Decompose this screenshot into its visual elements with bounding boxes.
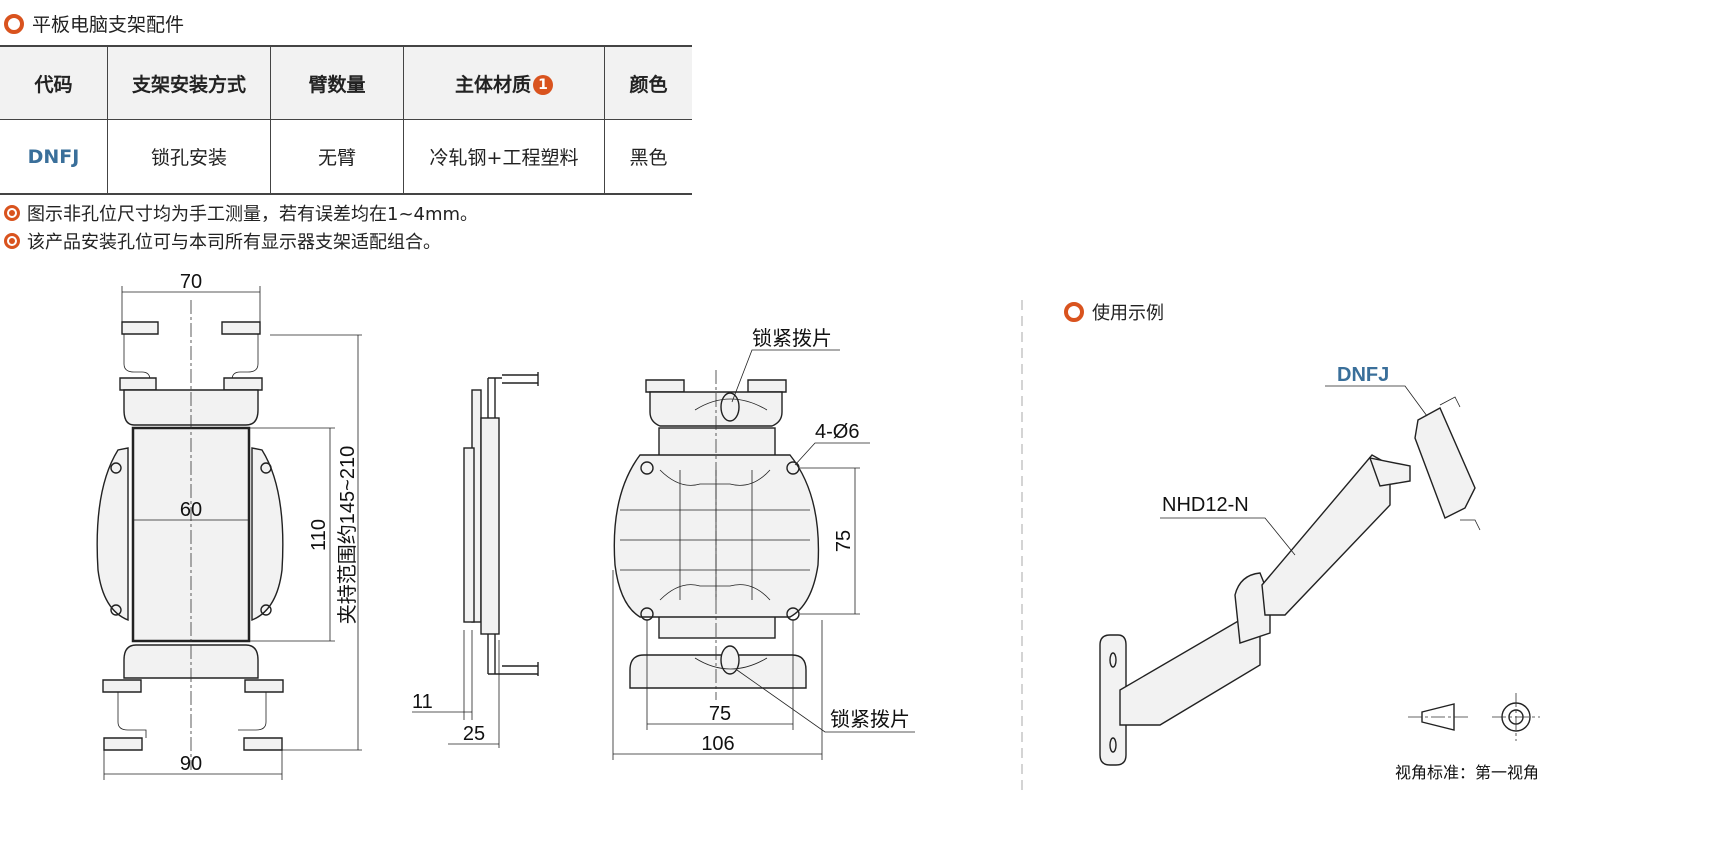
front-view: 70 60 110 夹持范围约145~210 90 (96, 271, 362, 780)
dim-height: 110 (308, 519, 330, 551)
view-standard-label: 视角标准：第一视角 (1395, 764, 1539, 782)
cell-color: 黑色 (604, 119, 692, 195)
dim-top-width: 70 (180, 271, 202, 293)
usage-product-label: DNFJ (1337, 364, 1389, 386)
cell-arms: 无臂 (270, 119, 404, 195)
dim-thickness: 11 (412, 691, 433, 713)
label-lock-tab-top: 锁紧拨片 (752, 327, 832, 350)
note-2-text: 该产品安装孔位可与本司所有显示器支架适配组合。 (27, 232, 441, 253)
header-material-text: 主体材质 (454, 73, 531, 96)
cell-mount: 锁孔安装 (107, 119, 271, 195)
label-lock-tab-bottom: 锁紧拨片 (830, 708, 910, 731)
projection-cone-icon (1421, 703, 1455, 731)
rear-view: 锁紧拨片 4-Ø6 75 75 106 锁紧拨片 (612, 327, 915, 760)
dim-clamp-range: 夹持范围约145~210 (336, 446, 359, 624)
dot-bullet-icon (4, 233, 20, 249)
header-mount: 支架安装方式 (107, 45, 271, 120)
section-title: 平板电脑支架配件 (4, 10, 184, 37)
ring-bullet-icon (4, 13, 24, 34)
dim-inner-width: 60 (180, 499, 202, 521)
side-view: 11 25 (412, 372, 539, 748)
note-1: 图示非孔位尺寸均为手工测量，若有误差均在1~4mm。 (4, 200, 478, 226)
usage-illustration: DNFJ NHD12-N 视角标准：第一视角 (1099, 364, 1540, 782)
label-holes: 4-Ø6 (815, 421, 859, 443)
usage-title-text: 使用示例 (1092, 303, 1164, 324)
usage-title: 使用示例 (1064, 299, 1164, 325)
cell-code: DNFJ (0, 119, 108, 195)
dim-bottom-width: 90 (180, 753, 202, 775)
dim-depth: 25 (463, 723, 485, 745)
material-note-badge: 1 (533, 74, 553, 95)
dim-vertical-75: 75 (833, 530, 855, 552)
header-code: 代码 (0, 45, 108, 120)
header-color: 颜色 (604, 45, 692, 120)
dot-bullet-icon (4, 205, 20, 221)
table-row: DNFJ 锁孔安装 无臂 冷轧钢+工程塑料 黑色 (0, 119, 692, 195)
note-1-text: 图示非孔位尺寸均为手工测量，若有误差均在1~4mm。 (27, 204, 479, 225)
dim-hole-spacing: 75 (709, 703, 731, 725)
note-2: 该产品安装孔位可与本司所有显示器支架适配组合。 (4, 228, 441, 254)
ring-bullet-icon (1064, 302, 1084, 322)
dim-overall-width: 106 (701, 733, 734, 755)
usage-arm-label: NHD12-N (1162, 494, 1249, 516)
section-title-text: 平板电脑支架配件 (32, 14, 185, 36)
cell-material: 冷轧钢+工程塑料 (403, 119, 605, 195)
